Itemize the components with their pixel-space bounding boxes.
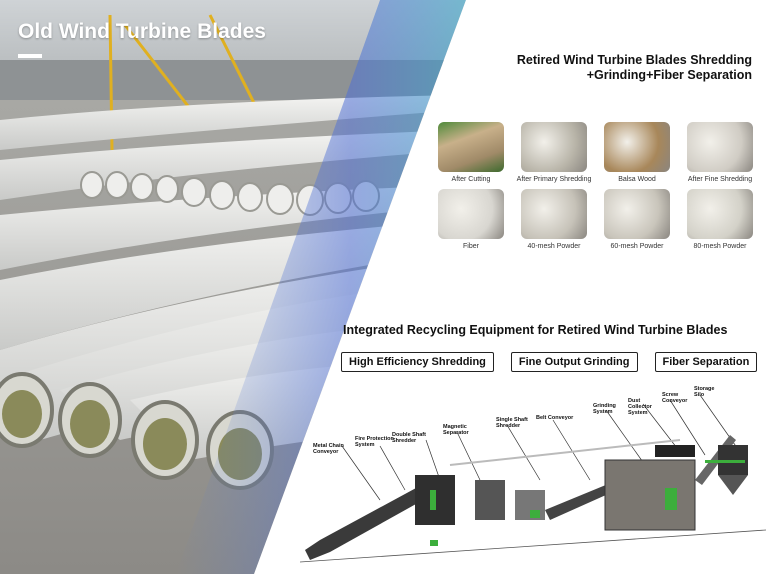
feature-tag: Fine Output Grinding xyxy=(510,352,638,372)
materials-title-line2: +Grinding+Fiber Separation xyxy=(586,68,752,82)
label-double-shaft-shredder: Double Shaft Shredder xyxy=(392,432,426,444)
material-sample-caption: 40-mesh Powder xyxy=(527,243,581,250)
label-grinding-system: Grinding System xyxy=(593,403,616,415)
material-sample-image xyxy=(521,189,587,239)
material-sample-caption: Fiber xyxy=(463,243,479,250)
material-sample-caption: After Cutting xyxy=(451,176,491,183)
label-metal-chain-conveyor: Metal Chain Conveyor xyxy=(313,443,344,455)
material-sample-caption: After Fine Shredding xyxy=(687,176,753,183)
label-storage-silo: Storage Silo xyxy=(694,386,715,398)
material-sample-caption: Balsa Wood xyxy=(618,176,656,183)
feature-tag: High Efficiency Shredding xyxy=(341,352,494,372)
label-screw-conveyor: Screw Conveyor xyxy=(662,392,688,404)
feature-tags: High Efficiency Shredding Fine Output Gr… xyxy=(341,352,758,372)
material-sample-caption: 60-mesh Powder xyxy=(610,243,664,250)
material-sample-image xyxy=(521,122,587,172)
feature-tag: Fiber Separation xyxy=(654,352,758,372)
material-sample-caption: 80-mesh Powder xyxy=(693,243,747,250)
materials-title-line1: Retired Wind Turbine Blades Shredding xyxy=(516,53,752,67)
materials-title: Retired Wind Turbine Blades Shredding +G… xyxy=(517,53,752,83)
material-sample-image xyxy=(438,189,504,239)
material-sample-image xyxy=(604,189,670,239)
material-sample-image xyxy=(687,122,753,172)
equipment-diagram: Metal Chain Conveyor Fire Protection Sys… xyxy=(299,380,766,574)
label-magnetic-separator: Magnetic Separator xyxy=(443,424,469,436)
material-sample: 80-mesh Powder xyxy=(687,189,753,250)
material-sample: After Primary Shredding xyxy=(517,122,591,183)
material-sample: Fiber xyxy=(438,189,504,250)
title-underline xyxy=(18,54,42,58)
label-dust-collector-system: Dust Collector System xyxy=(628,398,652,416)
material-sample: After Cutting xyxy=(438,122,504,183)
label-fire-protection-system: Fire Protection System xyxy=(355,436,394,448)
material-sample: Balsa Wood xyxy=(604,122,670,183)
label-single-shaft-shredder: Single Shaft Shredder xyxy=(496,417,528,429)
material-sample-image xyxy=(604,122,670,172)
material-sample-image xyxy=(438,122,504,172)
label-belt-conveyor: Belt Conveyor xyxy=(536,415,574,421)
page-title: Old Wind Turbine Blades xyxy=(18,20,266,43)
material-sample: 60-mesh Powder xyxy=(604,189,670,250)
material-sample: 40-mesh Powder xyxy=(521,189,587,250)
material-sample-image xyxy=(687,189,753,239)
production-line-illustration xyxy=(299,394,766,563)
material-sample-caption: After Primary Shredding xyxy=(516,176,592,183)
equipment-title: Integrated Recycling Equipment for Retir… xyxy=(343,323,728,337)
material-sample: After Fine Shredding xyxy=(687,122,753,183)
materials-grid: After Cutting After Primary Shredding Bals… xyxy=(438,122,762,250)
